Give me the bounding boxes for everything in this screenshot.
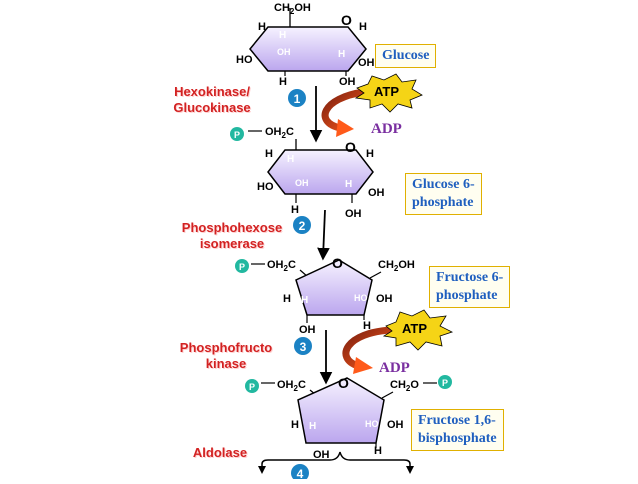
- f16bp-ch2o: CH2O: [390, 379, 419, 393]
- svg-text:H: H: [265, 148, 273, 160]
- enzyme-phosphofructokinase: Phosphofructo kinase: [179, 340, 273, 371]
- step4-brace: [261, 451, 411, 470]
- svg-text:H: H: [287, 154, 294, 165]
- svg-text:O: O: [345, 139, 356, 155]
- f6p-ch2oh: CH2OH: [378, 259, 415, 273]
- glucose-ring: [249, 26, 367, 72]
- g6p-ring: [267, 149, 374, 195]
- phosphate-f6p: [235, 259, 249, 273]
- svg-text:OH: OH: [368, 187, 385, 199]
- g6p-oh2c: OH2C: [265, 126, 294, 140]
- atp-star-2: [382, 309, 454, 351]
- svg-text:H: H: [363, 320, 371, 332]
- svg-text:H: H: [366, 148, 374, 160]
- step3-curved-arrow: [342, 326, 393, 370]
- step-1-badge: [288, 89, 306, 107]
- svg-text:OH: OH: [345, 208, 362, 220]
- enzyme-aldolase: Aldolase: [192, 445, 248, 460]
- svg-text:H: H: [291, 419, 299, 431]
- svg-text:OH: OH: [376, 293, 393, 305]
- enzyme-hexokinase: Hexokinase/ Glucokinase: [173, 84, 251, 115]
- svg-text:H: H: [374, 445, 382, 457]
- svg-text:OH: OH: [277, 47, 291, 57]
- svg-text:HO: HO: [236, 54, 253, 66]
- svg-text:H: H: [301, 295, 308, 306]
- svg-text:H: H: [345, 179, 352, 190]
- svg-text:H: H: [279, 30, 286, 41]
- svg-text:O: O: [332, 255, 343, 271]
- f16bp-oh2c: OH2C: [277, 379, 306, 393]
- f6p-ring: [295, 259, 373, 316]
- atp-label-2: ATP: [402, 321, 427, 336]
- fructose-6-phosphate-molecule: P OH2C CH2OH O H H HO OH OH H: [235, 255, 415, 336]
- step-2-badge: [293, 216, 311, 234]
- svg-text:HO: HO: [354, 293, 368, 303]
- svg-text:OH: OH: [387, 419, 404, 431]
- svg-text:HO: HO: [365, 419, 379, 429]
- svg-text:H: H: [359, 21, 367, 33]
- phosphate-g6p: [230, 127, 244, 141]
- svg-text:P: P: [249, 382, 255, 392]
- svg-text:H: H: [338, 49, 345, 60]
- svg-text:OH: OH: [313, 449, 330, 461]
- svg-text:H: H: [309, 421, 316, 432]
- step-1-number: 1: [294, 92, 301, 106]
- glucose-6-phosphate-molecule: P OH2C O H H H OH H HO OH H OH: [230, 126, 385, 220]
- glucose-molecule: CH2OH O H H H OH H HO OH H OH: [236, 2, 375, 88]
- svg-text:P: P: [442, 378, 448, 388]
- step1-curved-arrow: [321, 88, 365, 132]
- box-glucose: Glucose: [375, 44, 437, 68]
- phosphate-f16bp-left: [245, 379, 259, 393]
- svg-text:H: H: [283, 293, 291, 305]
- enzyme-phosphohexose-isomerase: Phosphohexose isomerase: [181, 220, 283, 251]
- glucose-ch2oh: CH2OH: [274, 2, 311, 16]
- svg-text:OH: OH: [339, 76, 356, 88]
- svg-text:OH: OH: [358, 57, 375, 69]
- box-glucose-text: Glucose: [382, 48, 430, 63]
- atp-star-1: [354, 73, 423, 113]
- svg-text:H: H: [291, 204, 299, 216]
- box-fructose-6-phosphate: Fructose 6- phosphate: [429, 266, 511, 308]
- svg-text:HO: HO: [257, 181, 274, 193]
- adp-label-2: ADP: [379, 360, 410, 376]
- f6p-oh2c: OH2C: [267, 259, 296, 273]
- step-4-number: 4: [297, 467, 304, 479]
- f16bp-ring: [297, 377, 385, 444]
- step-2-number: 2: [299, 219, 306, 233]
- step2-arrow: [317, 209, 330, 261]
- svg-text:P: P: [234, 130, 240, 140]
- step-3-badge: [294, 337, 312, 355]
- adp-label-1: ADP: [371, 121, 402, 137]
- step-4-badge: [291, 464, 309, 482]
- box-fructose-1-6-bisphosphate: Fructose 1,6- bisphosphate: [411, 409, 504, 451]
- svg-text:P: P: [239, 262, 245, 272]
- svg-text:OH: OH: [295, 178, 309, 188]
- svg-text:O: O: [338, 375, 349, 391]
- fructose-1-6-bisphosphate-molecule: P OH2C CH2O P O H H HO OH H OH: [245, 375, 452, 461]
- phosphate-f16bp-right: [438, 375, 452, 389]
- box-glucose-6-phosphate: Glucose 6- phosphate: [405, 173, 482, 215]
- svg-text:H: H: [279, 76, 287, 88]
- svg-text:OH: OH: [299, 324, 316, 336]
- atp-label-1: ATP: [374, 84, 399, 99]
- svg-text:H: H: [258, 21, 266, 33]
- glucose-ring-oxygen: O: [341, 12, 352, 28]
- step-3-number: 3: [300, 340, 307, 354]
